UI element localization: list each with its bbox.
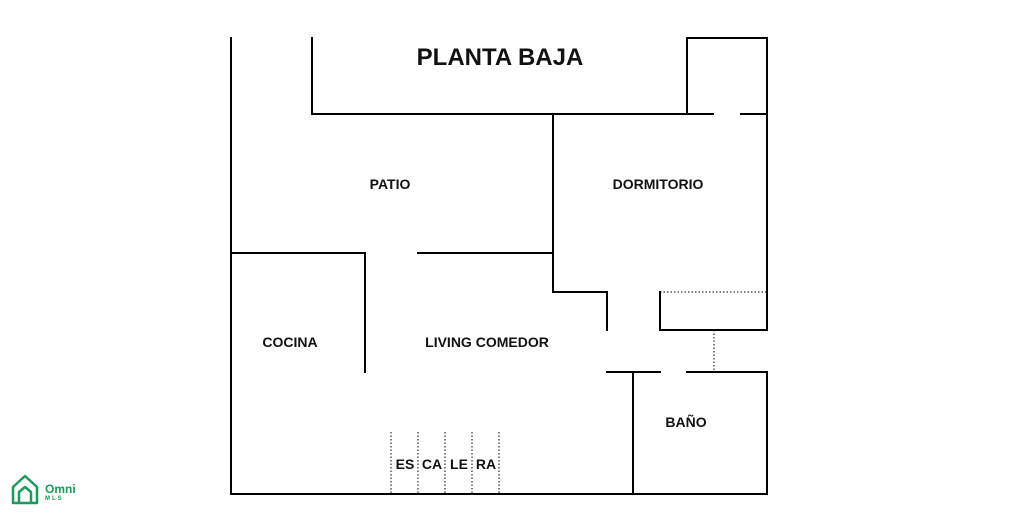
room-label-dormitorio: DORMITORIO bbox=[613, 176, 704, 192]
room-label-living: LIVING COMEDOR bbox=[425, 334, 549, 350]
room-label-cocina: COCINA bbox=[262, 334, 317, 350]
walls bbox=[230, 37, 768, 495]
logo-sub: MLS bbox=[45, 496, 64, 502]
stair-label-1: ES bbox=[396, 456, 415, 472]
stair-label-4: RA bbox=[476, 456, 496, 472]
wall-title-box bbox=[311, 37, 688, 115]
house-icon bbox=[11, 474, 39, 505]
stair-label-3: LE bbox=[450, 456, 468, 472]
plan-title: PLANTA BAJA bbox=[417, 44, 584, 71]
wall-patio-living-left bbox=[230, 252, 366, 373]
wall-dorm-top bbox=[552, 113, 608, 331]
room-label-patio: PATIO bbox=[370, 176, 411, 192]
stair-label-2: CA bbox=[422, 456, 442, 472]
room-label-bano: BAÑO bbox=[665, 413, 706, 430]
omni-mls-logo bbox=[11, 474, 39, 505]
dotted-lines bbox=[390, 291, 767, 494]
wall-closet bbox=[659, 291, 768, 331]
logo-name: Omni bbox=[45, 482, 76, 496]
